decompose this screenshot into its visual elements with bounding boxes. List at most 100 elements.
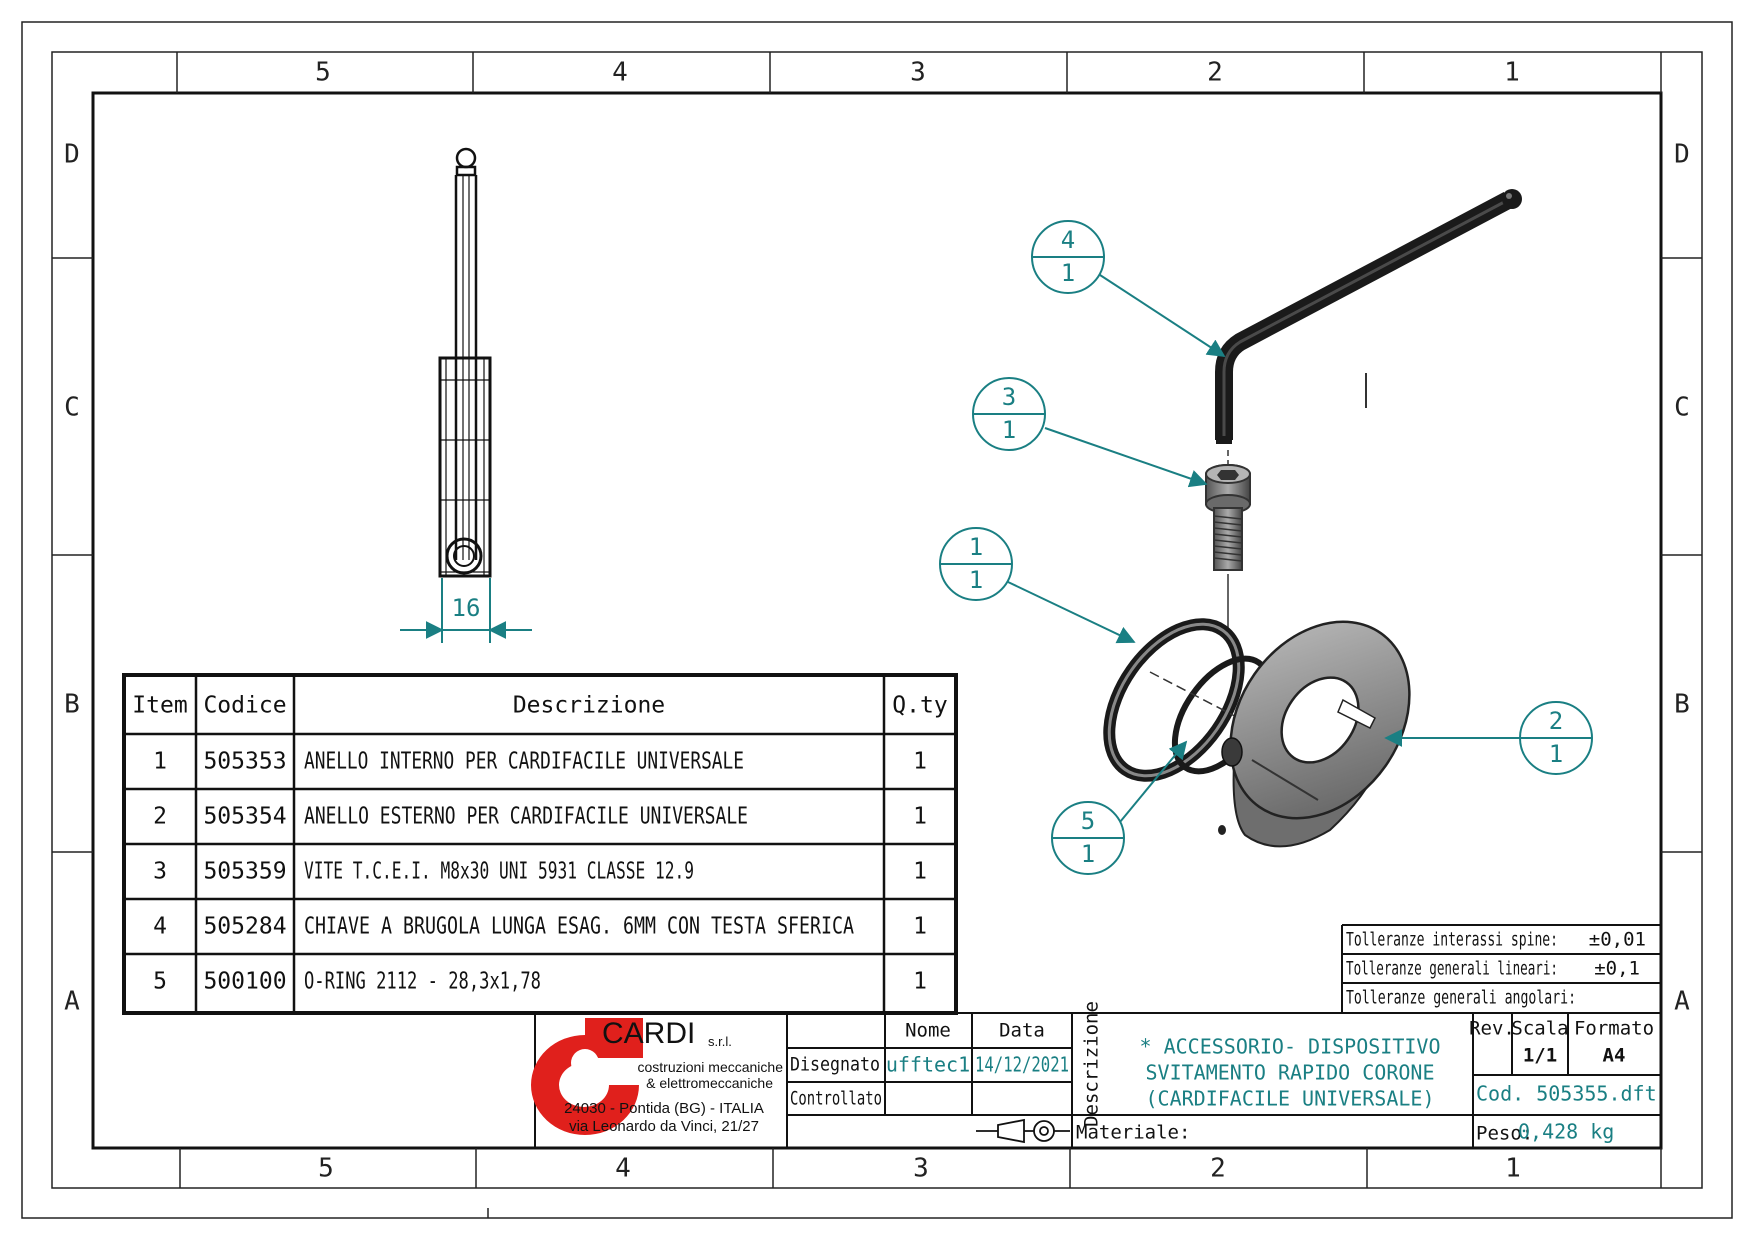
balloon-4-qty: 1 (1061, 259, 1075, 287)
tb-disegnato-date: 14/12/2021 (975, 1053, 1069, 1077)
bom-table: Item Codice Descrizione Q.ty 1 505353 AN… (122, 673, 958, 1015)
company-logo (531, 1018, 643, 1135)
zone-row-C: C (64, 393, 80, 423)
dimension-value: 16 (452, 594, 481, 622)
bom-row-2-codice: 505354 (203, 804, 286, 830)
bom-header-qty: Q.ty (892, 693, 947, 719)
tolerance-label-angolari: Tolleranze generali angolari: (1346, 987, 1576, 1009)
bom-row-2-qty: 1 (913, 804, 927, 830)
zone-labels-left: D C B A (64, 140, 80, 1017)
tb-disegnato-label: Disegnato (790, 1054, 880, 1076)
zone-row-C-right: C (1674, 393, 1690, 423)
zone-labels-top: 5 4 3 2 1 (315, 58, 1520, 88)
zone-frame (51, 51, 1703, 1189)
bom-row-3-qty: 1 (913, 859, 927, 885)
bom-row-3-codice: 505359 (203, 859, 286, 885)
zone-row-A-right: A (1674, 987, 1690, 1017)
tb-peso-value: 0,428 kg (1518, 1120, 1614, 1144)
tolerance-value-lineari: ±0,1 (1594, 958, 1640, 980)
company-address1: 24030 - Pontida (BG) - ITALIA (564, 1100, 764, 1117)
balloon-5-item: 5 (1081, 807, 1095, 835)
bom-row-1: 1 505353 ANELLO INTERNO PER CARDIFACILE … (153, 749, 927, 775)
bom-row-4-item: 4 (153, 914, 167, 940)
zone-col-2: 2 (1207, 58, 1223, 88)
balloon-3-qty: 1 (1002, 416, 1016, 444)
title-block (124, 1012, 1661, 1148)
tb-formato-value: A4 (1603, 1045, 1626, 1067)
dimension-16 (400, 578, 532, 643)
zone-col-5: 5 (315, 58, 331, 88)
outer-frame (21, 21, 1733, 1219)
bom-row-3-descrizione: VITE T.C.E.I. M8x30 UNI 5931 CLASSE 12.9 (304, 859, 694, 885)
bom-header-item: Item (132, 693, 187, 719)
company-line1: costruzioni meccaniche (637, 1059, 783, 1075)
bom-row-3: 3 505359 VITE T.C.E.I. M8x30 UNI 5931 CL… (153, 859, 927, 885)
bom-row-5-qty: 1 (913, 969, 927, 995)
zone-col-3: 3 (910, 58, 926, 88)
tb-description-line2: SVITAMENTO RAPIDO CORONE (1146, 1061, 1435, 1085)
company-address2: via Leonardo da Vinci, 21/27 (569, 1118, 759, 1135)
balloon-5: 5 1 (1051, 740, 1188, 875)
zone-col-1: 1 (1504, 58, 1520, 88)
bom-row-1-codice: 505353 (203, 749, 286, 775)
tb-description-line3: (CARDIFACILE UNIVERSALE) (1146, 1087, 1435, 1111)
inner-ring-part (1103, 618, 1245, 782)
company-name: CARDI (602, 1017, 695, 1050)
tb-disegnato-name: ufftec1 (886, 1053, 970, 1077)
projection-symbol-icon (976, 1118, 1070, 1144)
bom-row-1-item: 1 (153, 749, 167, 775)
zone-row-B-right: B (1674, 690, 1690, 720)
tb-formato-label: Formato (1574, 1018, 1654, 1040)
tb-materiale-label: Materiale: (1076, 1122, 1190, 1144)
bom-row-1-qty: 1 (913, 749, 927, 775)
zone-row-B: B (64, 690, 80, 720)
bom-row-5-descrizione: O-RING 2112 - 28,3x1,78 (304, 969, 541, 995)
bom-row-4-codice: 505284 (203, 914, 286, 940)
company-line2: & elettromeccaniche (646, 1075, 773, 1091)
bom-row-2: 2 505354 ANELLO ESTERNO PER CARDIFACILE … (153, 804, 927, 830)
bom-header-descrizione: Descrizione (513, 693, 665, 719)
tolerance-label-lineari: Tolleranze generali lineari: (1346, 958, 1558, 980)
tb-scala-value: 1/1 (1523, 1045, 1557, 1067)
bom-row-4-descrizione: CHIAVE A BRUGOLA LUNGA ESAG. 6MM CON TES… (304, 914, 854, 940)
tb-peso-label: Peso: (1476, 1123, 1533, 1145)
balloon-2-item: 2 (1549, 707, 1563, 735)
balloon-2: 2 1 (1384, 701, 1593, 775)
bom-row-1-descrizione: ANELLO INTERNO PER CARDIFACILE UNIVERSAL… (304, 749, 744, 775)
zone-row-D-right: D (1674, 140, 1690, 170)
bom-row-5-codice: 500100 (203, 969, 286, 995)
zone-col-4-bottom: 4 (615, 1154, 631, 1184)
tb-controllato-label: Controllato (790, 1088, 882, 1110)
zone-col-4: 4 (612, 58, 628, 88)
zone-grid (52, 52, 1702, 1218)
zone-col-2-bottom: 2 (1210, 1154, 1226, 1184)
tb-rev-label: Rev. (1469, 1018, 1515, 1040)
bom-row-2-item: 2 (153, 804, 167, 830)
hex-key-part (1215, 189, 1522, 444)
bom-header-codice: Codice (203, 693, 286, 719)
tolerance-value-spine: ±0,01 (1589, 929, 1646, 951)
balloon-4-item: 4 (1061, 226, 1075, 254)
tb-data-header: Data (999, 1020, 1045, 1042)
zone-col-5-bottom: 5 (318, 1154, 334, 1184)
ring-axis-line (1149, 671, 1251, 725)
balloon-5-qty: 1 (1081, 840, 1095, 868)
balloon-2-qty: 1 (1549, 740, 1563, 768)
balloon-4: 4 1 (1031, 220, 1226, 357)
tb-description-line1: * ACCESSORIO- DISPOSITIVO (1139, 1035, 1440, 1059)
zone-col-1-bottom: 1 (1505, 1154, 1521, 1184)
balloon-3-item: 3 (1002, 383, 1016, 411)
balloon-1-item: 1 (969, 533, 983, 561)
bolt-part (1205, 464, 1251, 571)
tb-scala-label: Scala (1511, 1018, 1568, 1040)
zone-col-3-bottom: 3 (913, 1154, 929, 1184)
outer-ring-part (1218, 620, 1411, 848)
bom-row-5: 5 500100 O-RING 2112 - 28,3x1,78 1 (153, 969, 927, 995)
bom-row-5-item: 5 (153, 969, 167, 995)
exploded-view (1103, 189, 1522, 848)
tolerance-block: Tolleranze interassi spine: ±0,01 Toller… (1341, 924, 1661, 1013)
bom-row-4-qty: 1 (913, 914, 927, 940)
zone-row-A: A (64, 987, 80, 1017)
zone-labels-right: D C B A (1674, 140, 1690, 1017)
